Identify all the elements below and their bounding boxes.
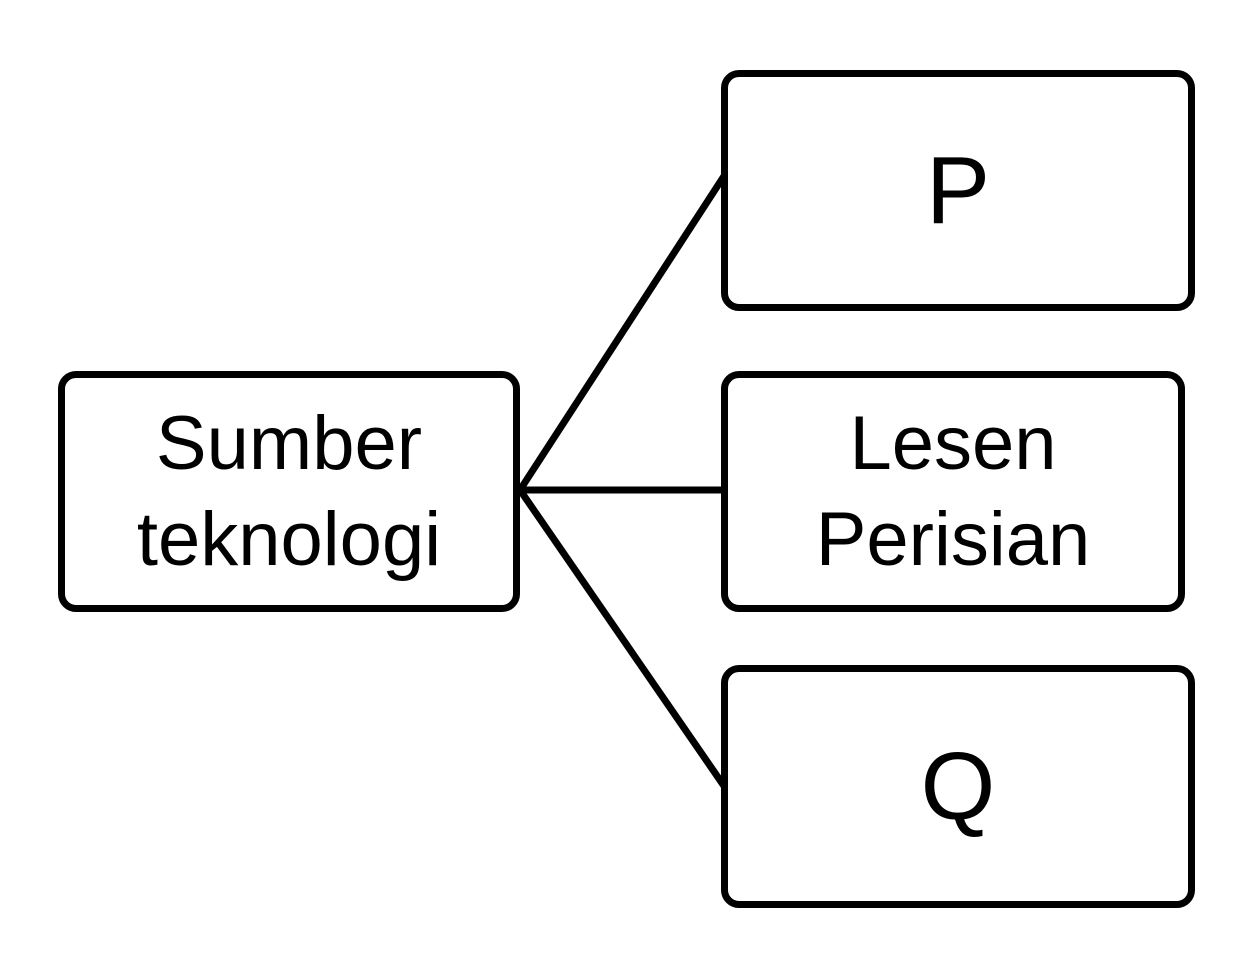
branch-box-lesen-perisian: Lesen Perisian (721, 371, 1185, 612)
root-label-line2: teknologi (136, 496, 442, 582)
branch-box-p: P (721, 70, 1195, 311)
root-box: Sumber teknologi (58, 371, 520, 612)
branch-label-lesen: Lesen (849, 400, 1057, 486)
branch-label-p: P (925, 136, 991, 244)
root-label-line1: Sumber (155, 400, 423, 486)
branch-label-q: Q (920, 732, 996, 840)
branch-box-q: Q (721, 665, 1195, 908)
branch-label-perisian: Perisian (815, 496, 1091, 582)
root-label: Sumber teknologi (137, 396, 441, 588)
connector-to-q (516, 486, 728, 790)
connector-to-p (516, 172, 728, 494)
branch-label-lesen-perisian: Lesen Perisian (816, 396, 1091, 588)
